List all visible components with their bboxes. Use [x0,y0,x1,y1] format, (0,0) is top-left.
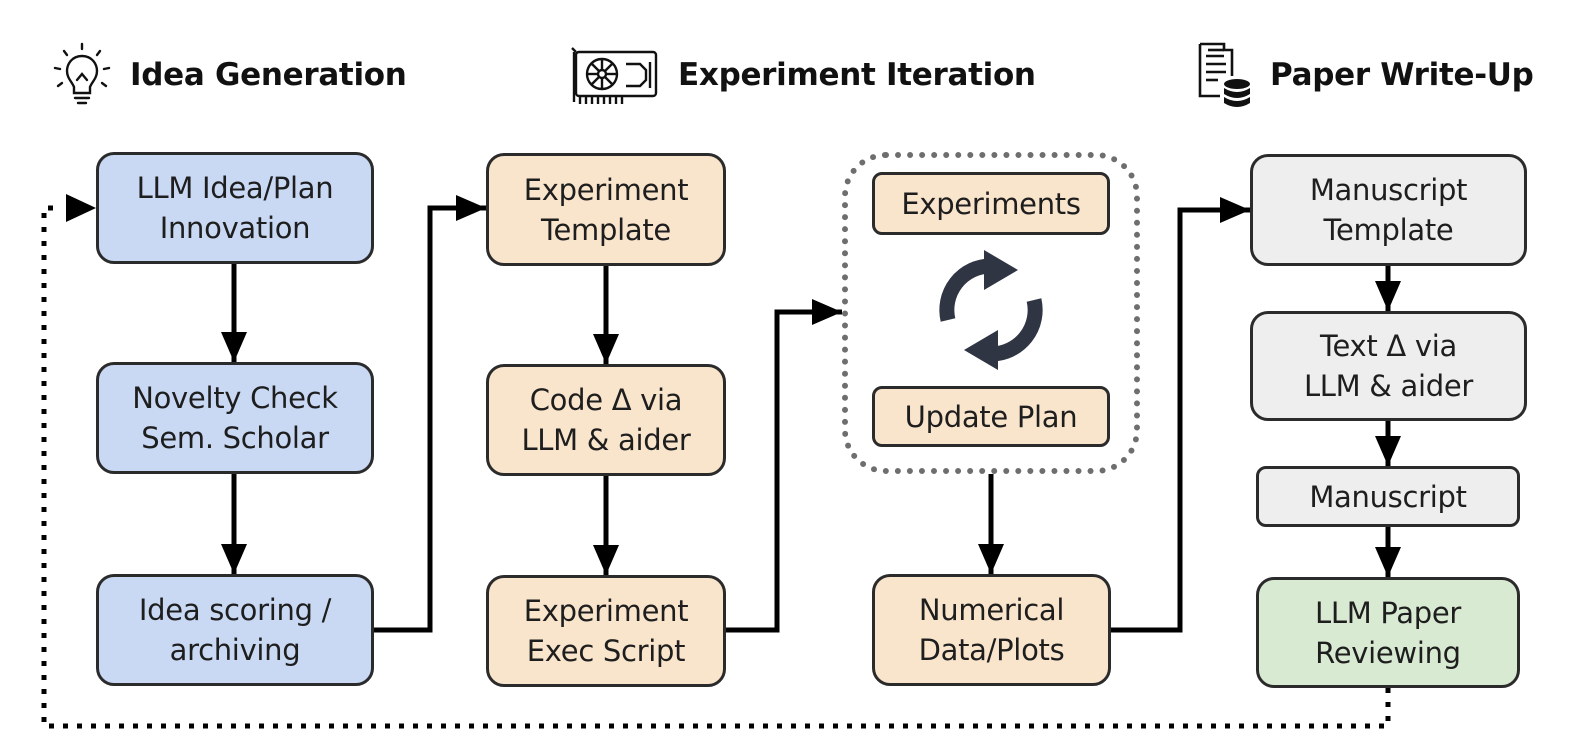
node-update-plan: Update Plan [872,386,1110,447]
node-label-line: Text Δ via [1320,329,1457,363]
feedback-loop-arrowhead [66,194,96,222]
node-label-line: Innovation [159,211,311,245]
node-label-line: Exec Script [526,634,686,668]
gpu-card-icon [570,40,662,110]
node-label-line: archiving [169,633,301,667]
arrow-numerical-to-ms-template [1111,197,1250,633]
node-label-line: Experiment [523,594,689,628]
node-label-line: LLM Paper [1315,595,1461,630]
refresh-cycle-icon [928,250,1054,370]
arrow-exec-to-loop [725,299,842,633]
experiment-loop-container [842,152,1140,474]
header-experiment-iteration: Experiment Iteration [570,40,1036,110]
node-label-line: Template [541,212,671,247]
node-label-line: Manuscript [1309,173,1468,207]
lightbulb-icon [50,40,114,110]
node-label-line: Code Δ via [529,383,683,417]
node-label-line: Novelty Check [132,381,338,415]
node-label-line: LLM & aider [1303,369,1474,403]
header-paper-write-up: Paper Write-Up [1190,40,1534,110]
node-label-line: Experiment [523,172,689,207]
document-database-icon [1190,40,1254,110]
node-label-line: LLM & aider [521,423,691,457]
header-title-idea: Idea Generation [130,57,407,93]
node-label-line: Idea scoring / [138,593,332,627]
node-experiments: Experiments [872,172,1110,235]
node-label-line: Reviewing [1315,635,1461,670]
feedback-loop-dotted [41,205,1391,729]
node-label-line: Manuscript [1309,479,1467,514]
node-label-line: Numerical [918,593,1065,627]
node-label-line: Sem. Scholar [141,421,329,455]
node-label-line: Template [1323,213,1454,247]
header-title-paper: Paper Write-Up [1270,57,1534,93]
header-title-experiment: Experiment Iteration [678,57,1036,93]
node-label-line: Update Plan [904,399,1078,434]
node-manuscript: Manuscript [1256,466,1520,527]
node-label-line: Data/Plots [918,633,1065,667]
header-idea-generation: Idea Generation [50,40,407,110]
node-idea-scoring: Idea scoring / archiving [96,574,374,686]
node-label-line: Experiments [901,186,1081,221]
arrow-scoring-to-exp-template [373,195,486,633]
node-label-line: LLM Idea/Plan [136,171,334,205]
